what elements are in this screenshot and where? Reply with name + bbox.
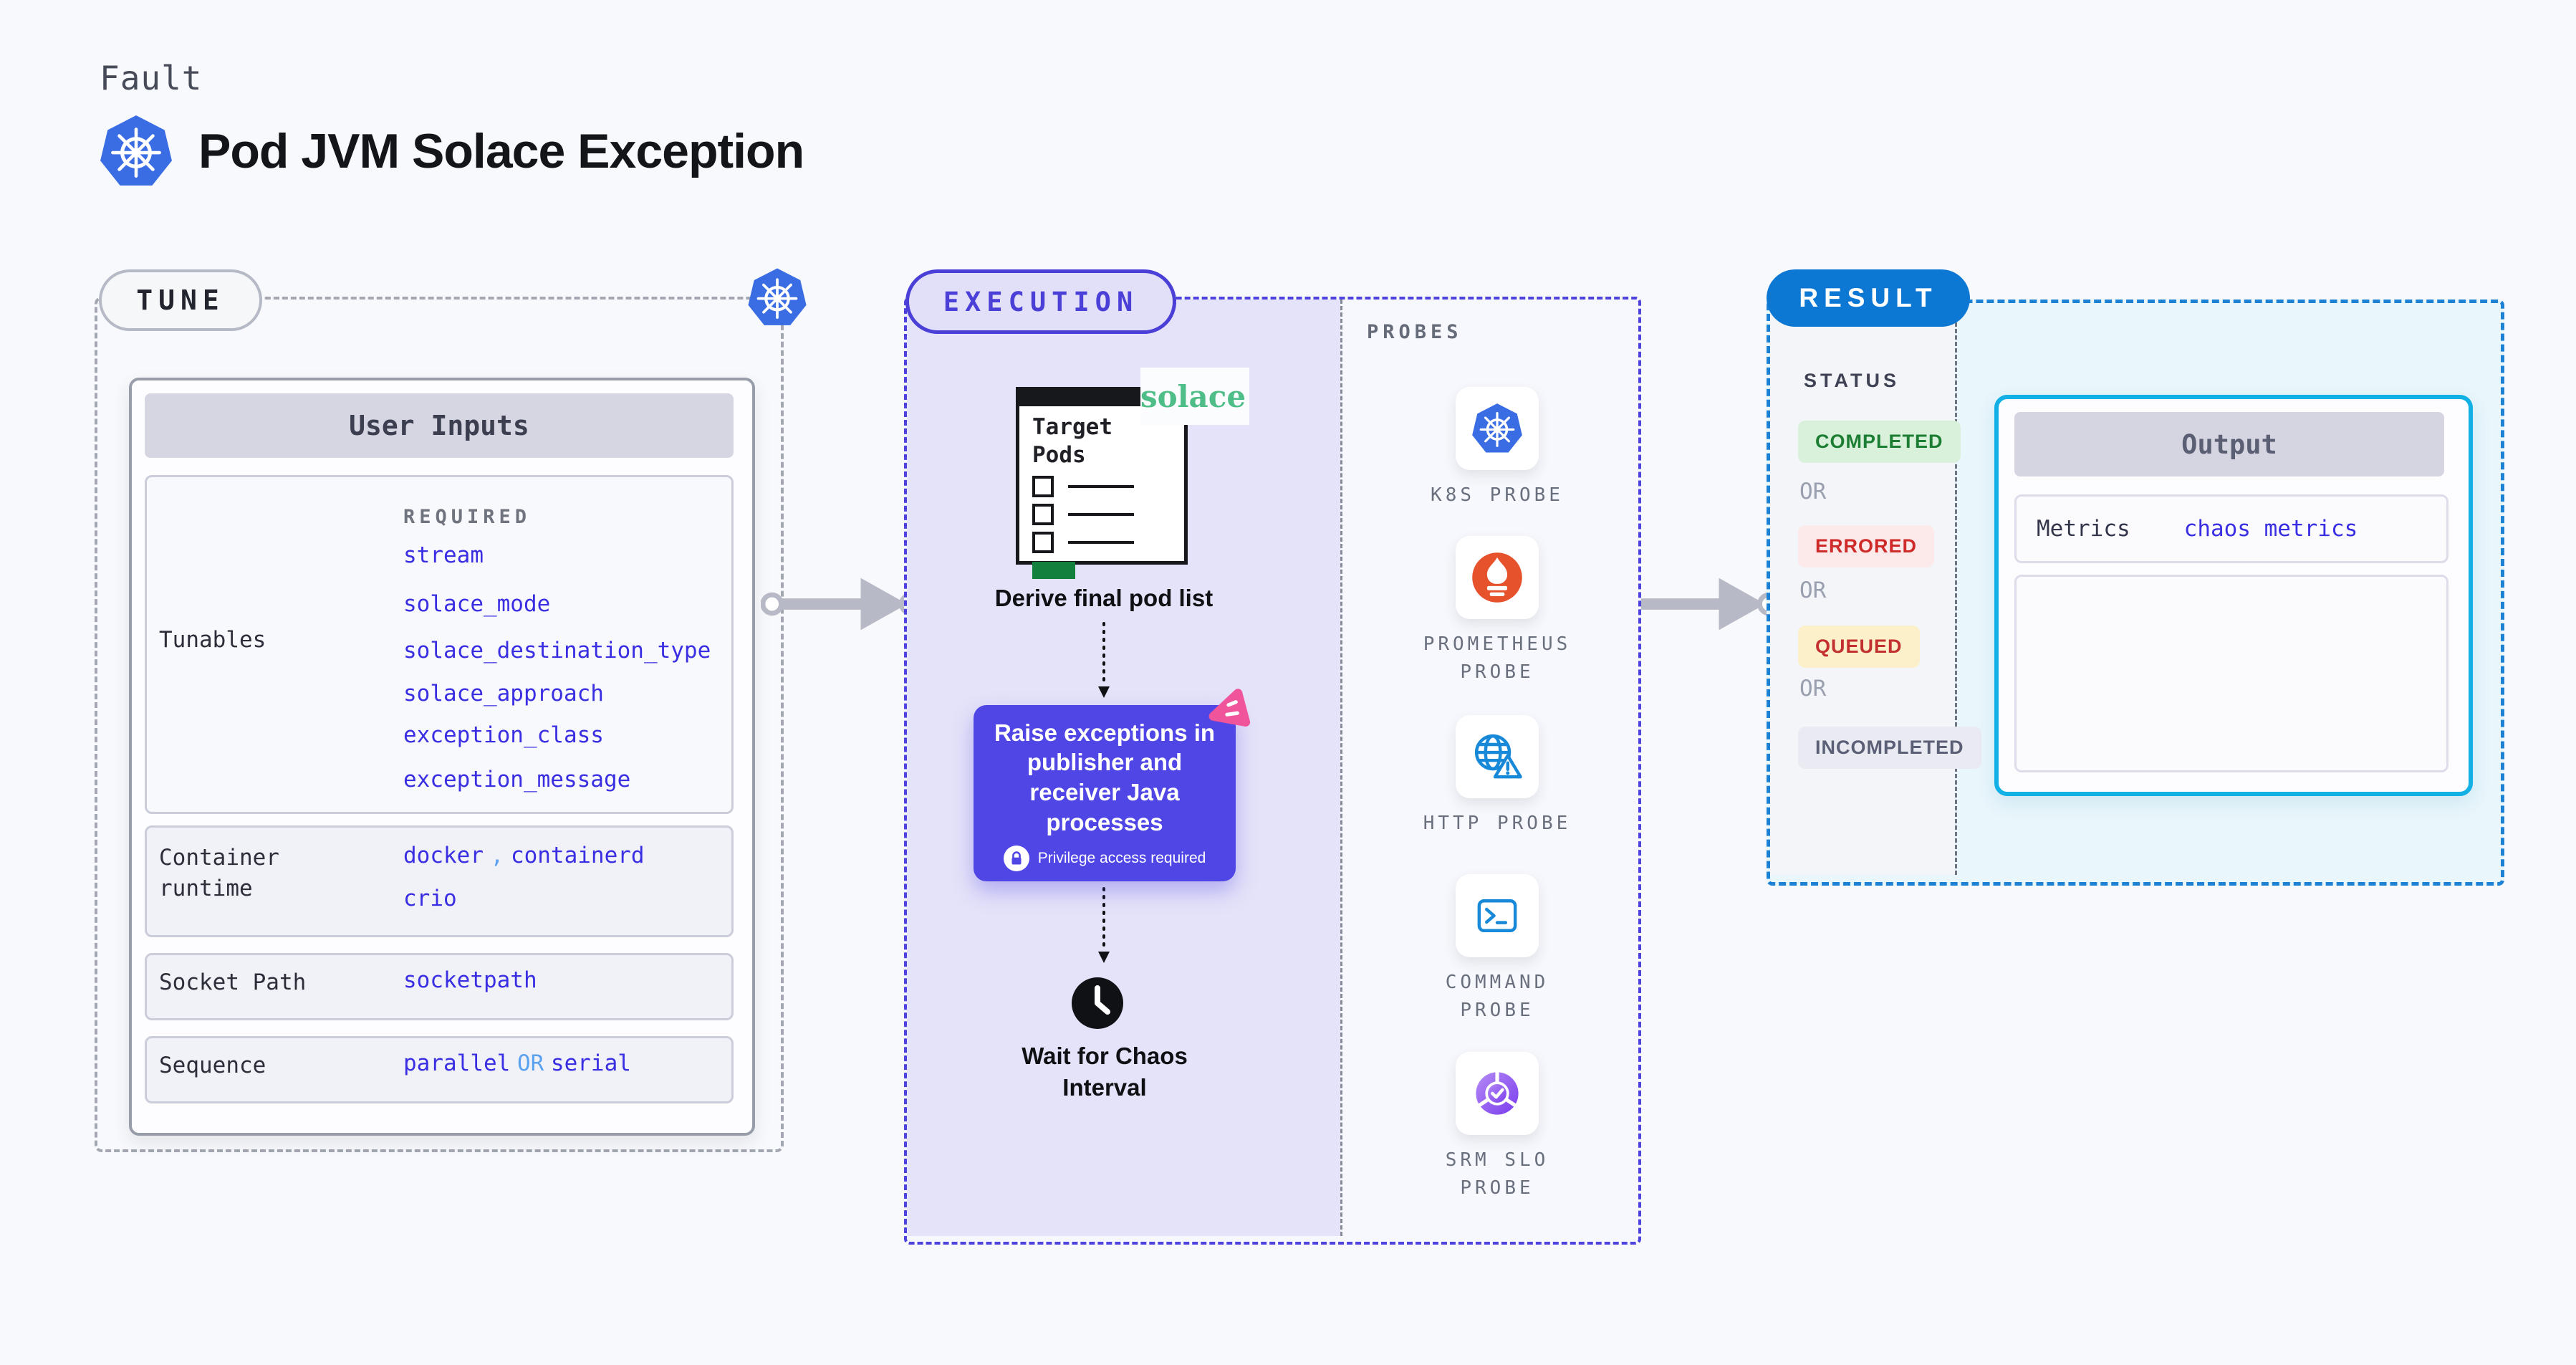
sequence-or-label: OR bbox=[516, 1050, 544, 1076]
probe-label: K8S PROBE bbox=[1431, 484, 1564, 506]
container-runtime-values: docker , containerd bbox=[403, 843, 645, 868]
execution-to-result-arrow-icon bbox=[1619, 572, 1781, 636]
kubernetes-icon bbox=[100, 113, 173, 189]
status-badge-errored: ERRORED bbox=[1798, 525, 1935, 567]
status-label: STATUS bbox=[1804, 370, 1900, 391]
status-column bbox=[1770, 303, 1955, 875]
container-runtime-row bbox=[145, 825, 734, 937]
tune-to-execution-arrow-icon bbox=[761, 572, 923, 636]
checkbox-icon bbox=[1032, 503, 1054, 525]
tunable-value: solace_mode bbox=[403, 591, 551, 617]
sequence-label: Sequence bbox=[159, 1053, 266, 1078]
list-line bbox=[1068, 484, 1134, 488]
sequence-value: serial bbox=[550, 1050, 631, 1076]
user-inputs-header: User Inputs bbox=[145, 393, 734, 458]
sequence-row bbox=[145, 1036, 734, 1103]
tunable-value: exception_message bbox=[403, 767, 631, 792]
down-arrow-icon bbox=[1097, 887, 1111, 967]
chaos-icon bbox=[1206, 685, 1254, 732]
tunable-value: stream bbox=[403, 542, 484, 568]
tunables-label: Tunables bbox=[159, 627, 266, 653]
probe-label: COMMAND PROBE bbox=[1445, 972, 1549, 1021]
list-line bbox=[1068, 512, 1134, 516]
chaos-action-card: Raise exceptions in publisher and receiv… bbox=[974, 705, 1236, 881]
probe-card-srm-slo bbox=[1456, 1052, 1539, 1135]
prometheus-icon bbox=[1471, 551, 1524, 604]
fault-title-row: Pod JVM Solace Exception bbox=[100, 113, 804, 189]
runtime-value: docker bbox=[403, 843, 484, 868]
socket-path-value: socketpath bbox=[403, 967, 537, 993]
kubernetes-icon bbox=[1471, 402, 1524, 455]
solace-logo: solace bbox=[1140, 368, 1249, 425]
clock-icon bbox=[1072, 977, 1123, 1029]
kubernetes-icon bbox=[747, 267, 807, 328]
or-label: OR bbox=[1799, 479, 1827, 504]
or-label: OR bbox=[1799, 676, 1827, 701]
tune-section-box bbox=[95, 297, 784, 1152]
tunable-value: solace_destination_type bbox=[403, 638, 711, 664]
probe-results-row bbox=[2014, 575, 2448, 772]
probes-panel-label: PROBES bbox=[1367, 321, 1463, 343]
privilege-note-row: Privilege access required bbox=[1003, 846, 1206, 872]
down-arrow-icon bbox=[1097, 622, 1111, 702]
pod-checklist-item bbox=[1032, 531, 1184, 553]
pod-checklist-item bbox=[1032, 475, 1184, 497]
privilege-note-label: Privilege access required bbox=[1037, 850, 1206, 867]
probe-label: PROMETHEUS PROBE bbox=[1423, 633, 1572, 683]
container-runtime-label: Container runtime bbox=[159, 845, 279, 902]
globe-warning-icon bbox=[1471, 730, 1524, 783]
runtime-value: crio bbox=[403, 886, 457, 911]
probe-card-http bbox=[1456, 715, 1539, 798]
slo-donut-check-icon bbox=[1471, 1067, 1524, 1120]
pod-checklist-item bbox=[1032, 503, 1184, 525]
lock-icon bbox=[1003, 846, 1029, 872]
terminal-icon bbox=[1471, 889, 1524, 942]
socket-path-label: Socket Path bbox=[159, 969, 307, 995]
sequence-value: parallel bbox=[403, 1050, 511, 1076]
tunable-value: exception_class bbox=[403, 722, 604, 748]
metrics-label: Metrics bbox=[2037, 516, 2130, 542]
socket-path-row bbox=[145, 953, 734, 1020]
runtime-value: containerd bbox=[510, 843, 645, 868]
probe-label: SRM SLO PROBE bbox=[1445, 1149, 1549, 1199]
tunable-value: solace_approach bbox=[403, 681, 604, 707]
execution-badge: EXECUTION bbox=[905, 269, 1176, 334]
probe-card-command bbox=[1456, 874, 1539, 957]
status-output-divider bbox=[1955, 303, 1957, 875]
tune-badge: TUNE bbox=[99, 269, 262, 331]
chaos-action-label: Raise exceptions in publisher and receiv… bbox=[994, 719, 1216, 835]
probe-card-prometheus bbox=[1456, 536, 1539, 619]
probe-card-k8s bbox=[1456, 387, 1539, 470]
metrics-row: Metrics chaos metrics bbox=[2014, 494, 2448, 563]
status-badge-queued: QUEUED bbox=[1798, 626, 1920, 668]
checkbox-icon bbox=[1032, 531, 1054, 553]
runtime-separator: , bbox=[490, 843, 504, 868]
metrics-value: chaos metrics bbox=[2183, 516, 2358, 542]
result-badge: RESULT bbox=[1767, 269, 1970, 327]
tunables-row bbox=[145, 475, 734, 814]
derive-step-label: Derive final pod list bbox=[994, 585, 1213, 611]
required-label: REQUIRED bbox=[403, 506, 532, 528]
target-pods-title: Target Pods bbox=[1032, 414, 1112, 468]
or-label: OR bbox=[1799, 578, 1827, 603]
green-button-shape bbox=[1032, 561, 1075, 579]
list-line bbox=[1068, 540, 1134, 544]
execution-probes-divider bbox=[1340, 300, 1342, 1236]
status-badge-incompleted: INCOMPLETED bbox=[1798, 727, 1981, 769]
fault-kicker: Fault bbox=[100, 59, 203, 97]
checkbox-icon bbox=[1032, 475, 1054, 497]
wait-step-label: Wait for Chaos Interval bbox=[1022, 1043, 1188, 1101]
status-badge-completed: COMPLETED bbox=[1798, 421, 1961, 463]
probe-label: HTTP PROBE bbox=[1423, 813, 1572, 834]
page-title: Pod JVM Solace Exception bbox=[198, 124, 804, 178]
sequence-values: parallel OR serial bbox=[403, 1050, 631, 1076]
output-header: Output bbox=[2014, 412, 2444, 476]
